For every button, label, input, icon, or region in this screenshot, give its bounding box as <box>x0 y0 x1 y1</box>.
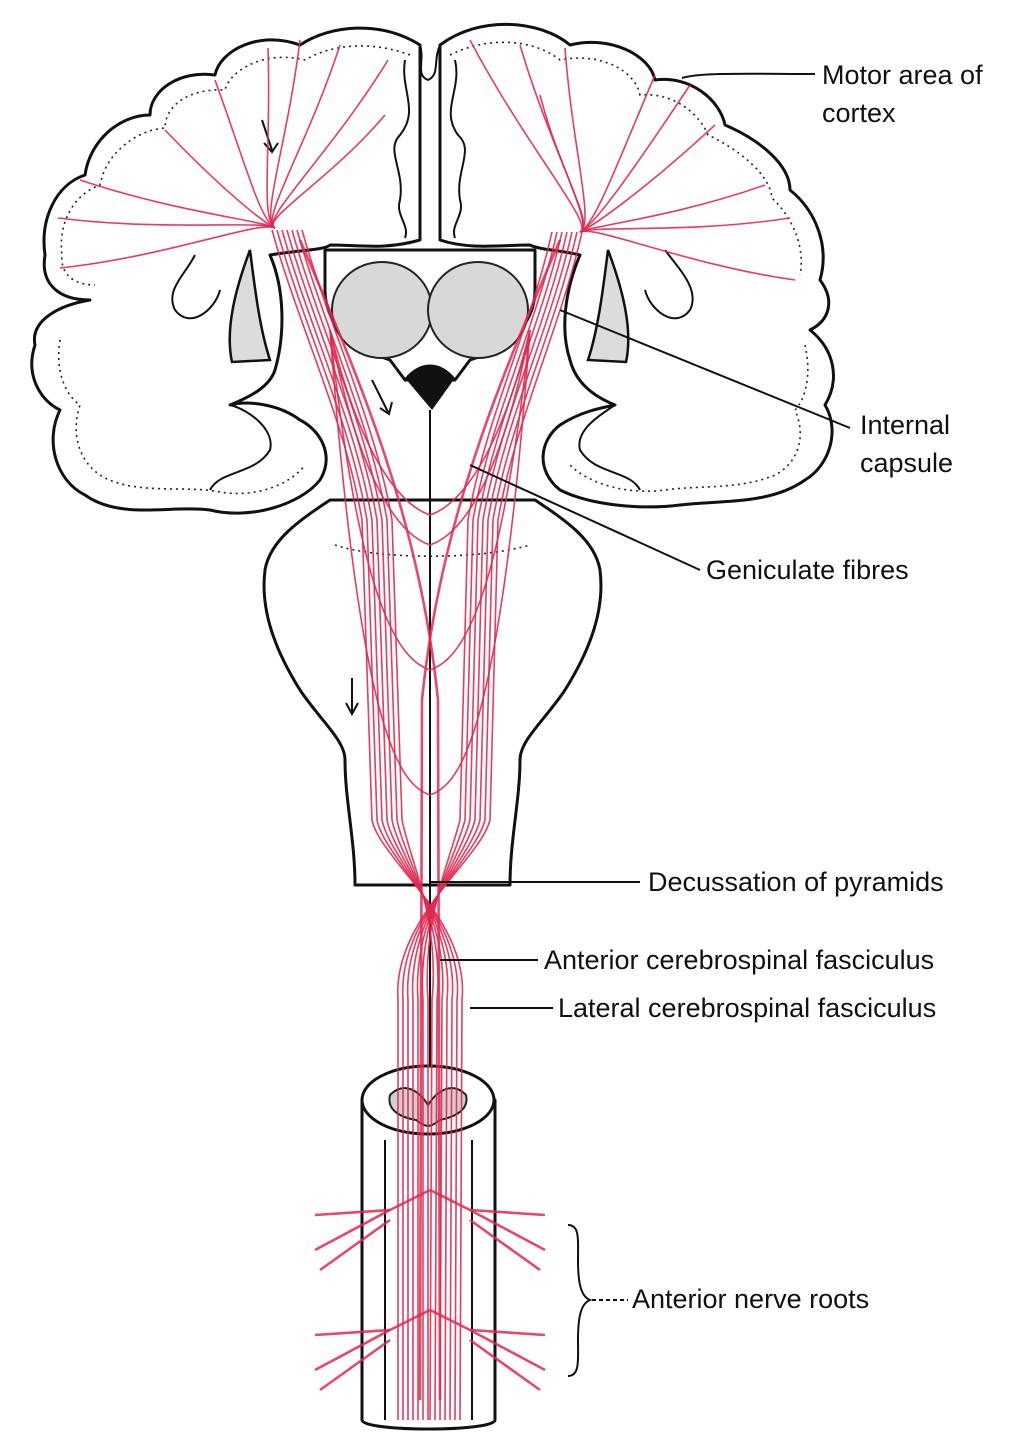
left-thalamus <box>332 262 432 358</box>
label-motor-area: Motor area of cortex <box>822 56 983 132</box>
label-motor-area-line1: Motor area of <box>822 56 983 94</box>
label-anterior-fasciculus: Anterior cerebrospinal fasciculus <box>544 941 934 979</box>
label-motor-area-line2: cortex <box>822 94 983 132</box>
nerve-roots-brace <box>568 1225 590 1376</box>
label-decussation: Decussation of pyramids <box>648 863 944 901</box>
third-ventricle <box>405 365 455 411</box>
label-lateral-fasciculus: Lateral cerebrospinal fasciculus <box>558 989 936 1027</box>
brainstem-outline <box>264 500 601 885</box>
label-nerve-roots: Anterior nerve roots <box>632 1280 869 1318</box>
arrow-capsule <box>372 380 392 414</box>
label-internal-capsule: Internal capsule <box>860 406 953 482</box>
right-thalamus <box>428 262 528 358</box>
label-internal-capsule-line2: capsule <box>860 444 953 482</box>
label-internal-capsule-line1: Internal <box>860 406 953 444</box>
leader-motor-area <box>682 74 815 78</box>
medial-cortex <box>420 45 440 80</box>
label-geniculate-fibres: Geniculate fibres <box>706 551 909 589</box>
